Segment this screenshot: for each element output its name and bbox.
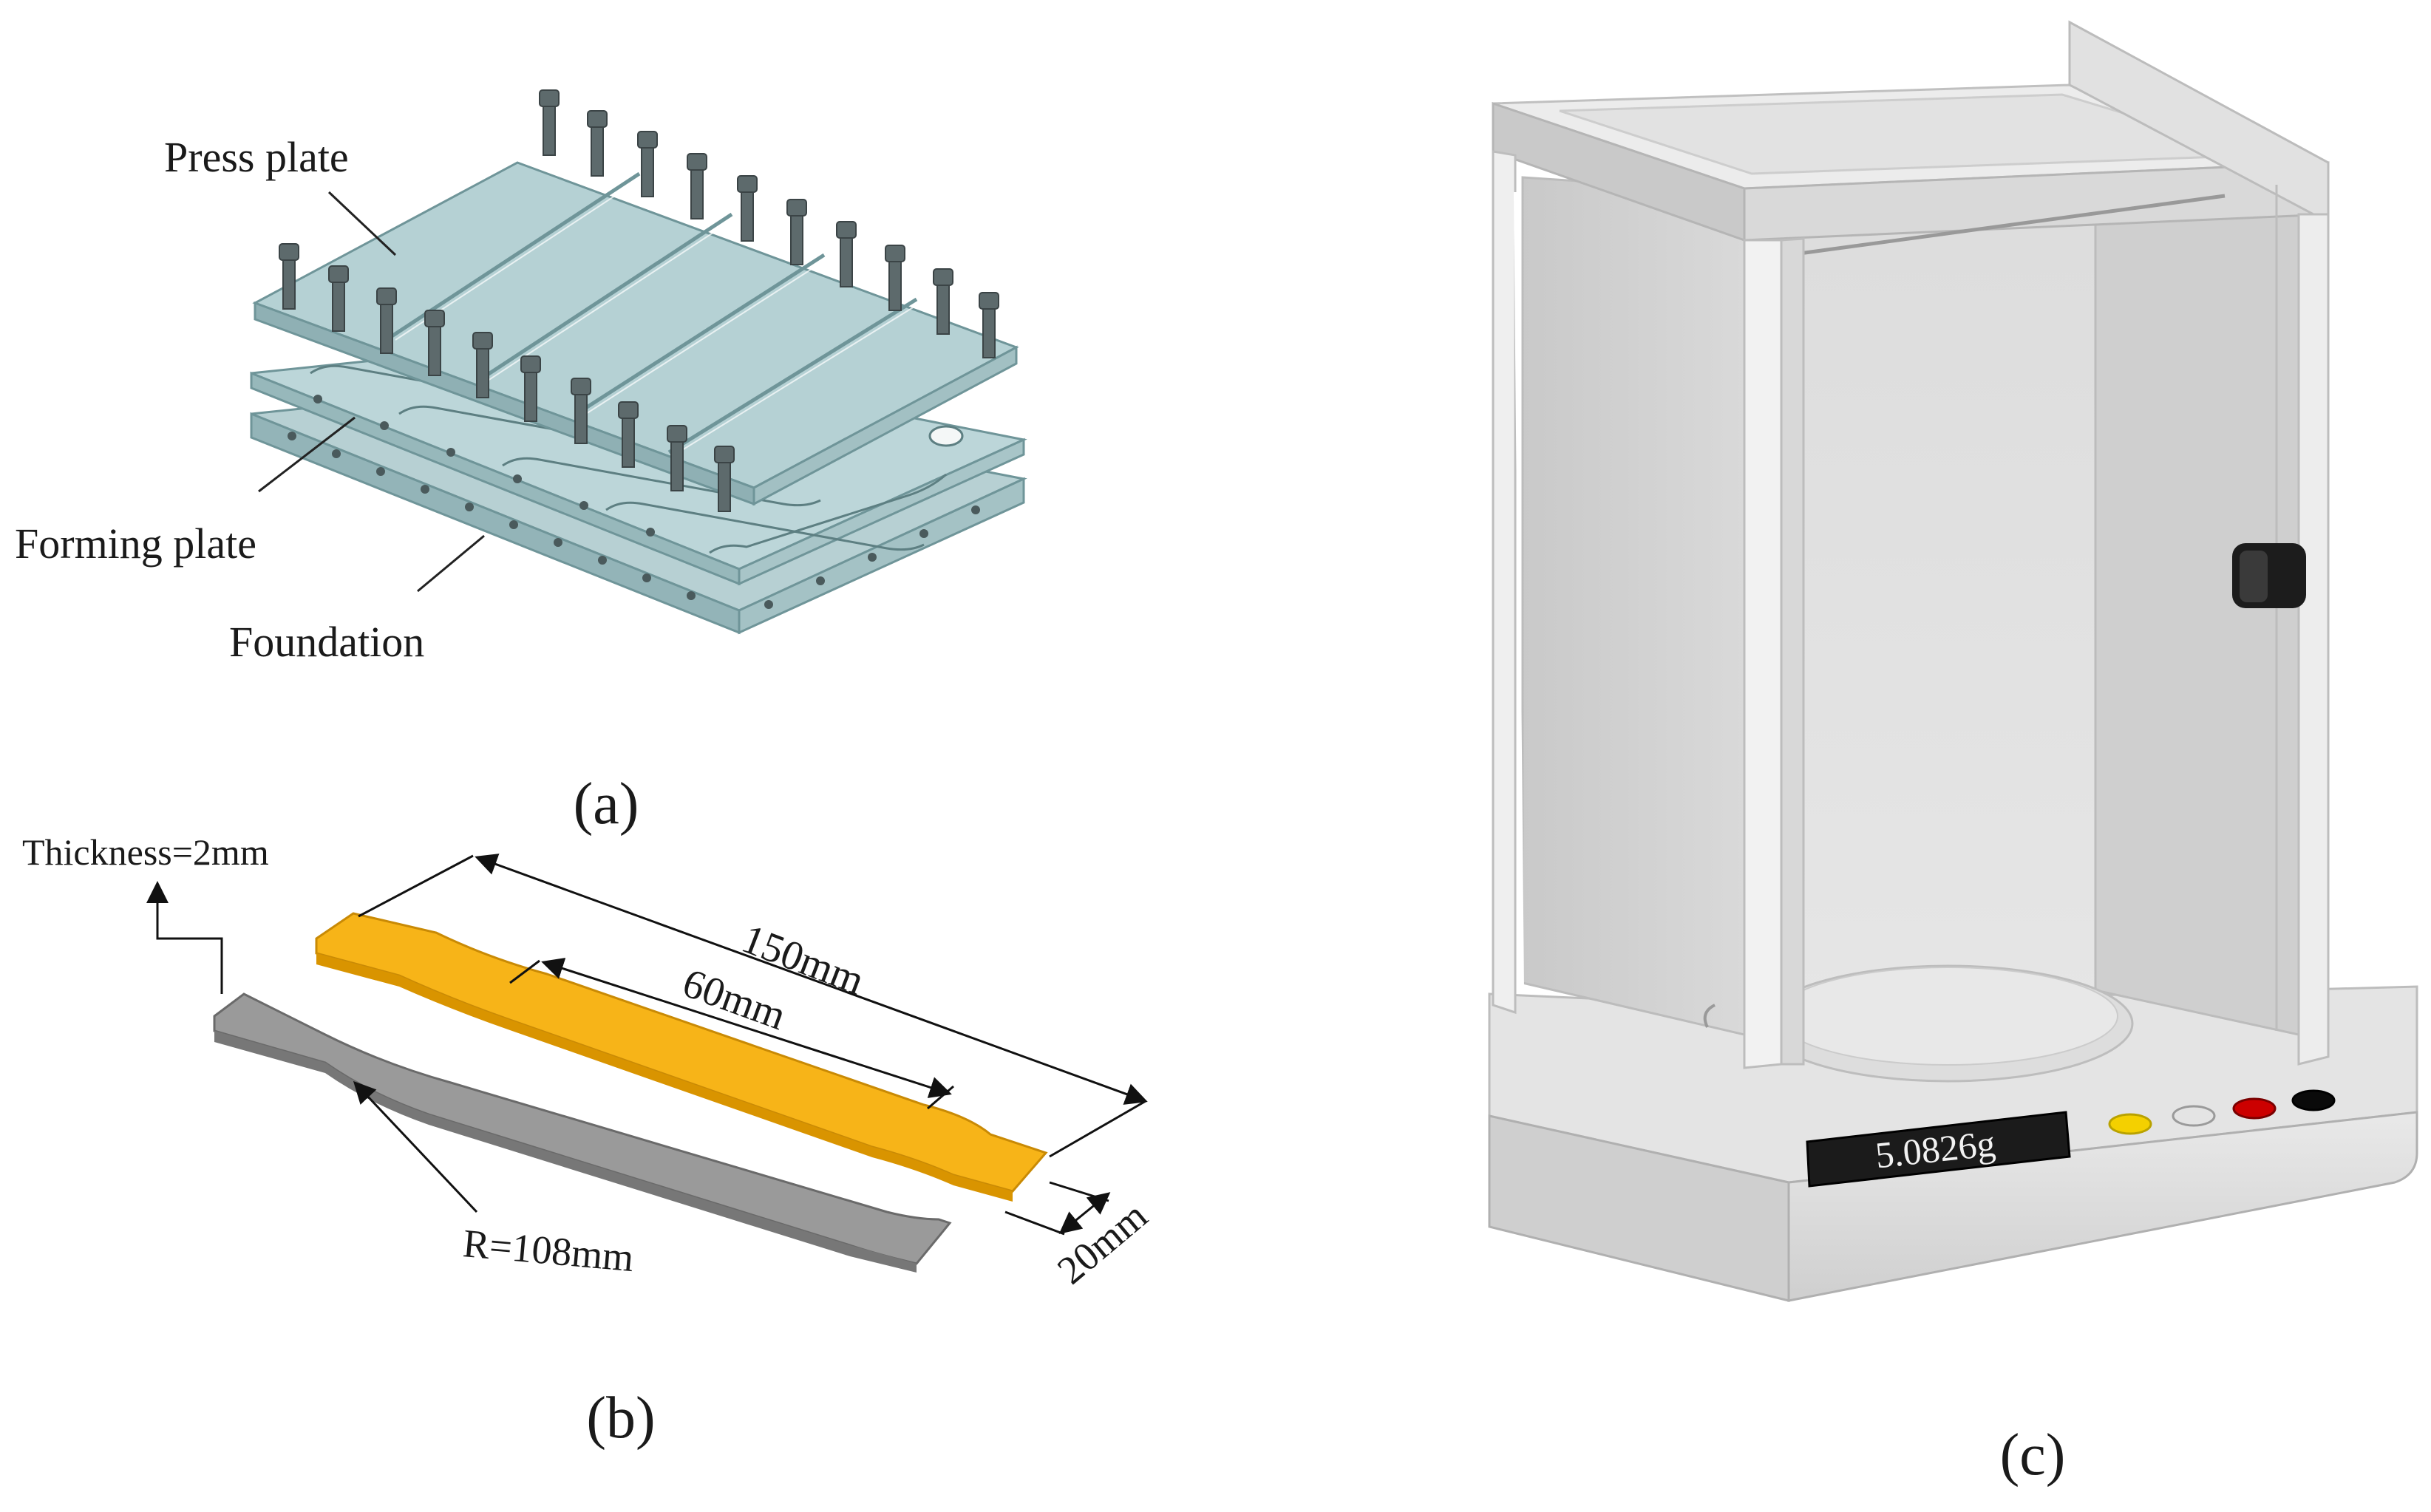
panel-a-mould: Press plate Forming plate Foundation (a) xyxy=(15,89,1027,837)
yellow-button xyxy=(2108,1113,2152,1135)
thickness-leader xyxy=(146,881,223,994)
bolts xyxy=(279,89,999,512)
weighing-pan xyxy=(1703,964,2134,1083)
red-button xyxy=(2232,1097,2277,1120)
dimension-20 xyxy=(1004,1181,1111,1236)
black-button xyxy=(2291,1089,2336,1111)
label-radius: R=108mm xyxy=(461,1221,636,1280)
caption-c: (c) xyxy=(2000,1423,2066,1488)
door-handle xyxy=(2232,543,2306,608)
panel-b-specimens: Thickness=2mm 150mm 60mm 20mm R=108mm (b… xyxy=(22,831,1155,1451)
left-glass xyxy=(1521,176,1746,1036)
dimension-60 xyxy=(509,958,954,1110)
label-press-plate: Press plate xyxy=(164,133,349,181)
label-thickness: Thickness=2mm xyxy=(22,831,269,873)
label-foundation: Foundation xyxy=(229,618,424,666)
foundation-holes xyxy=(288,432,980,609)
caption-b: (b) xyxy=(586,1386,655,1451)
pillars xyxy=(1492,150,2330,1069)
top-frame xyxy=(1492,20,2330,257)
balance-display: 5.0826g xyxy=(1806,1111,2071,1188)
label-forming-plate: Forming plate xyxy=(15,520,256,568)
caption-a: (a) xyxy=(574,772,639,837)
white-button xyxy=(2172,1105,2216,1127)
label-width: 20mm xyxy=(1049,1193,1155,1293)
balance-buttons xyxy=(2108,1089,2336,1135)
specimen-gray xyxy=(213,992,952,1273)
panel-c-balance: 5.0826g (c) xyxy=(1488,20,2418,1488)
radius-leader xyxy=(353,1080,478,1213)
panel-a-leaders xyxy=(258,191,485,593)
